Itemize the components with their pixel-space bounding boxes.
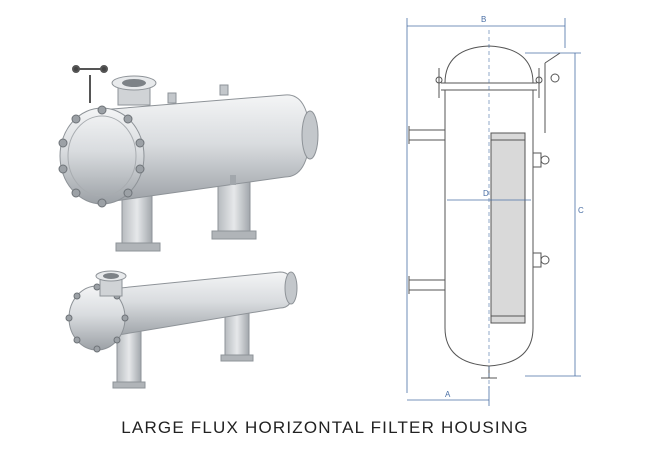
dimension-label-b: B — [481, 15, 486, 24]
front-head — [58, 105, 145, 208]
vessel-body — [99, 271, 298, 339]
technical-drawing: B C A — [395, 8, 595, 408]
filter-cartridge — [490, 132, 526, 324]
support-legs — [112, 309, 254, 389]
davit-arm — [544, 52, 561, 133]
side-ports — [532, 152, 550, 268]
lifting-lugs — [167, 84, 229, 104]
dimension-c — [525, 52, 581, 377]
vent-valve — [72, 65, 108, 103]
dimension-drawing: B C A — [406, 15, 584, 406]
top-nozzle — [111, 75, 157, 106]
dimension-label-d: D — [483, 189, 489, 198]
head-clamps — [435, 68, 543, 98]
inlet-nozzle — [408, 126, 446, 144]
outlet-nozzle — [408, 276, 446, 294]
dimension-label-c: C — [578, 206, 584, 215]
vessel-body — [99, 94, 319, 204]
large-vessel-illustration — [58, 65, 319, 252]
large-vessel-image — [40, 55, 330, 260]
dimension-label-a: A — [445, 390, 451, 399]
dimension-a — [407, 386, 490, 406]
small-vessel-image — [55, 260, 305, 395]
top-nozzle — [95, 270, 127, 297]
small-vessel-illustration — [65, 270, 298, 389]
drain-port — [230, 175, 236, 185]
dimension-b — [406, 18, 566, 393]
product-caption: LARGE FLUX HORIZONTAL FILTER HOUSING — [121, 418, 529, 437]
front-head — [65, 283, 129, 353]
